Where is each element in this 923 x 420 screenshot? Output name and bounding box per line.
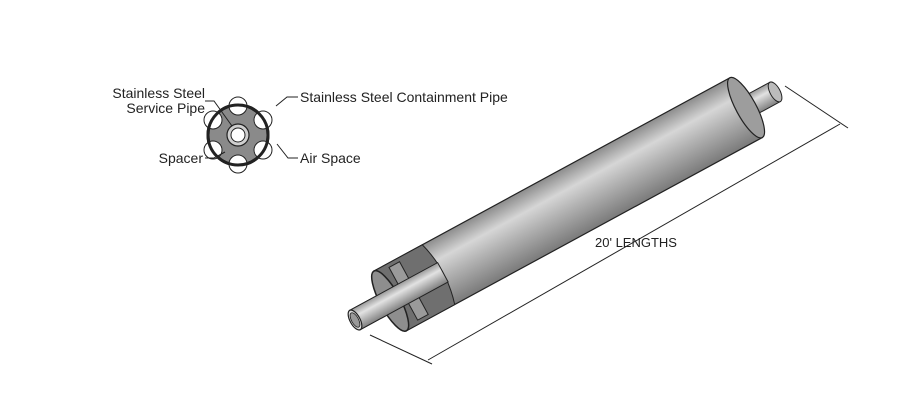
label-air-space: Air Space [300,150,361,166]
label-containment-pipe: Stainless Steel Containment Pipe [300,89,508,105]
leader-lines [205,96,298,159]
label-service-pipe-2: Service Pipe [126,100,205,116]
label-spacer: Spacer [159,150,204,166]
dimension-lines [369,85,849,365]
label-service-pipe-1: Stainless Steel [112,85,205,101]
cross-section: Stainless Steel Service Pipe Stainless S… [112,85,508,174]
dimension-label: 20' LENGTHS [595,235,677,250]
pipe-assembly [347,76,783,332]
